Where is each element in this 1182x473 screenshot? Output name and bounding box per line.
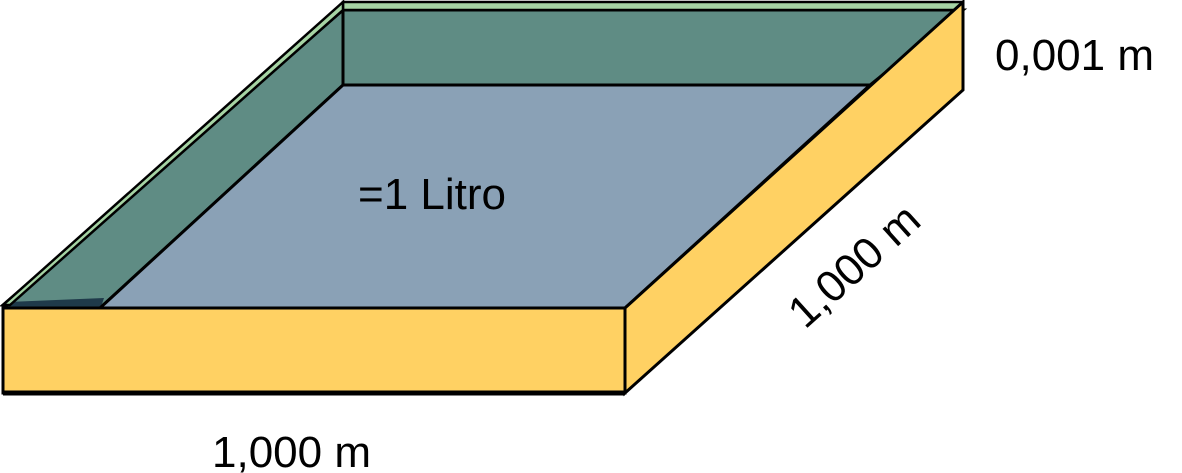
volume-label: =1 Litro: [358, 170, 506, 219]
rim-top-left: [0, 0, 345, 307]
height-label: 0,001 m: [995, 31, 1154, 80]
width-label: 1,000 m: [212, 428, 371, 473]
rim-top-back: [341, 0, 965, 12]
front-face: [1, 306, 627, 395]
inner-back-wall: [341, 8, 968, 87]
